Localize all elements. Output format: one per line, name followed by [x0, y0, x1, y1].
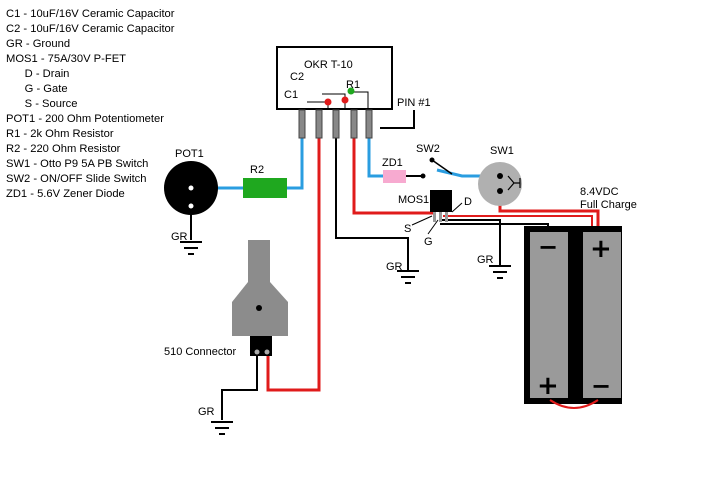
module-pin-2: [315, 109, 323, 139]
wire-r2-to-module: [287, 138, 304, 190]
mos1-body: [430, 190, 452, 212]
module-pin-1: [298, 109, 306, 139]
c1-dot: [324, 98, 332, 106]
cell-left-minus-icon: −: [538, 233, 558, 261]
connector-cap: [248, 240, 270, 282]
wire-module-to-zd1: [367, 138, 383, 178]
mos1-s-pointer: [411, 215, 433, 226]
connector-label: 510 Connector: [164, 346, 236, 358]
wire-module-to-mos-source: [352, 138, 436, 215]
sw2-label: SW2: [416, 143, 440, 155]
cell-left-plus-icon: +: [537, 371, 559, 401]
r2-resistor: [243, 178, 287, 198]
mos1-lead-d: [445, 212, 448, 222]
connector-center-dot: [256, 305, 262, 311]
ground-battery-label: GR: [477, 254, 494, 266]
pot1-wiper-dot: [188, 185, 194, 191]
legend-item-gr: GR - Ground: [6, 38, 71, 50]
legend-item-r1: R1 - 2k Ohm Resistor: [6, 128, 114, 140]
pin1-label: PIN #1: [397, 97, 431, 109]
c1-label: C1: [284, 89, 298, 101]
wire-mos-drain: [440, 219, 501, 265]
legend-item-gate: G - Gate: [6, 83, 68, 95]
r1-dot: [347, 87, 355, 95]
component-legend: C1 - 10uF/16V Ceramic Capacitor C2 - 10u…: [6, 7, 175, 202]
sw1-body: [478, 162, 522, 206]
pot1-ground-dot: [188, 203, 194, 209]
mos1-s-label: S: [404, 223, 411, 235]
sw1-contact-symbol: [507, 175, 521, 191]
mos1-label: MOS1: [398, 194, 429, 206]
c2-dot: [341, 96, 349, 104]
ground-module: GR: [386, 258, 419, 284]
r1-trace: [351, 91, 369, 110]
connector-pin-ground: [254, 349, 260, 355]
sw2-lever: [431, 159, 453, 175]
pin1-pointer-line: [380, 110, 415, 129]
legend-item-source: S - Source: [6, 98, 78, 110]
mos1-lead-s: [433, 212, 436, 222]
battery-series-link: [549, 399, 599, 409]
zd1-label: ZD1: [382, 157, 403, 169]
mos1-d-label: D: [464, 196, 472, 208]
wire-module-ground: [335, 138, 409, 258]
wire-connector-ground: [221, 355, 258, 420]
mos1-g-label: G: [424, 236, 433, 248]
legend-item-sw2: SW2 - ON/OFF Slide Switch: [6, 173, 147, 185]
zd1-diode: [383, 170, 406, 183]
ground-connector: GR: [198, 406, 233, 435]
module-pin-3: [332, 109, 340, 139]
okr-module-body: [276, 46, 393, 110]
sw1-label: SW1: [490, 145, 514, 157]
legend-item-zd1: ZD1 - 5.6V Zener Diode: [6, 188, 125, 200]
module-pin-4: [350, 109, 358, 139]
ground-connector-label: GR: [198, 406, 215, 418]
legend-item-pot1: POT1 - 200 Ohm Potentiometer: [6, 113, 164, 125]
mos1-d-pointer: [451, 202, 463, 213]
ground-pot: GR: [171, 231, 202, 255]
wire-module-to-connector: [266, 138, 321, 392]
connector-pin-positive: [264, 349, 270, 355]
legend-item-r2: R2 - 220 Ohm Resistor: [6, 143, 121, 155]
legend-item-drain: D - Drain: [6, 68, 70, 80]
sw1-terminal-top: [497, 173, 503, 179]
mos1-g-pointer: [427, 219, 439, 235]
okr-module-label: OKR T-10: [304, 59, 353, 71]
battery-charge-label: Full Charge: [580, 199, 637, 211]
battery-cell-left: [530, 232, 568, 398]
sw1-terminal-bottom: [497, 188, 503, 194]
ground-battery: GR: [477, 254, 511, 279]
cell-right-minus-icon: −: [591, 372, 611, 400]
legend-item-mos1: MOS1 - 75A/30V P-FET: [6, 53, 126, 65]
mos1-lead-g: [439, 212, 442, 222]
module-pin-5: [365, 109, 373, 139]
r2-label: R2: [250, 164, 264, 176]
legend-item-c1: C1 - 10uF/16V Ceramic Capacitor: [6, 8, 175, 20]
legend-item-sw1: SW1 - Otto P9 5A PB Switch: [6, 158, 149, 170]
sw2-terminal-a: [420, 173, 426, 179]
legend-item-c2: C2 - 10uF/16V Ceramic Capacitor: [6, 23, 175, 35]
pot1-label: POT1: [175, 148, 204, 160]
c2-label: C2: [290, 71, 304, 83]
battery-voltage-label: 8.4VDC: [580, 186, 619, 198]
c2-trace: [322, 93, 346, 110]
cell-right-plus-icon: +: [590, 234, 612, 264]
ground-pot-label: GR: [171, 231, 188, 243]
battery-cell-right: [583, 232, 621, 398]
